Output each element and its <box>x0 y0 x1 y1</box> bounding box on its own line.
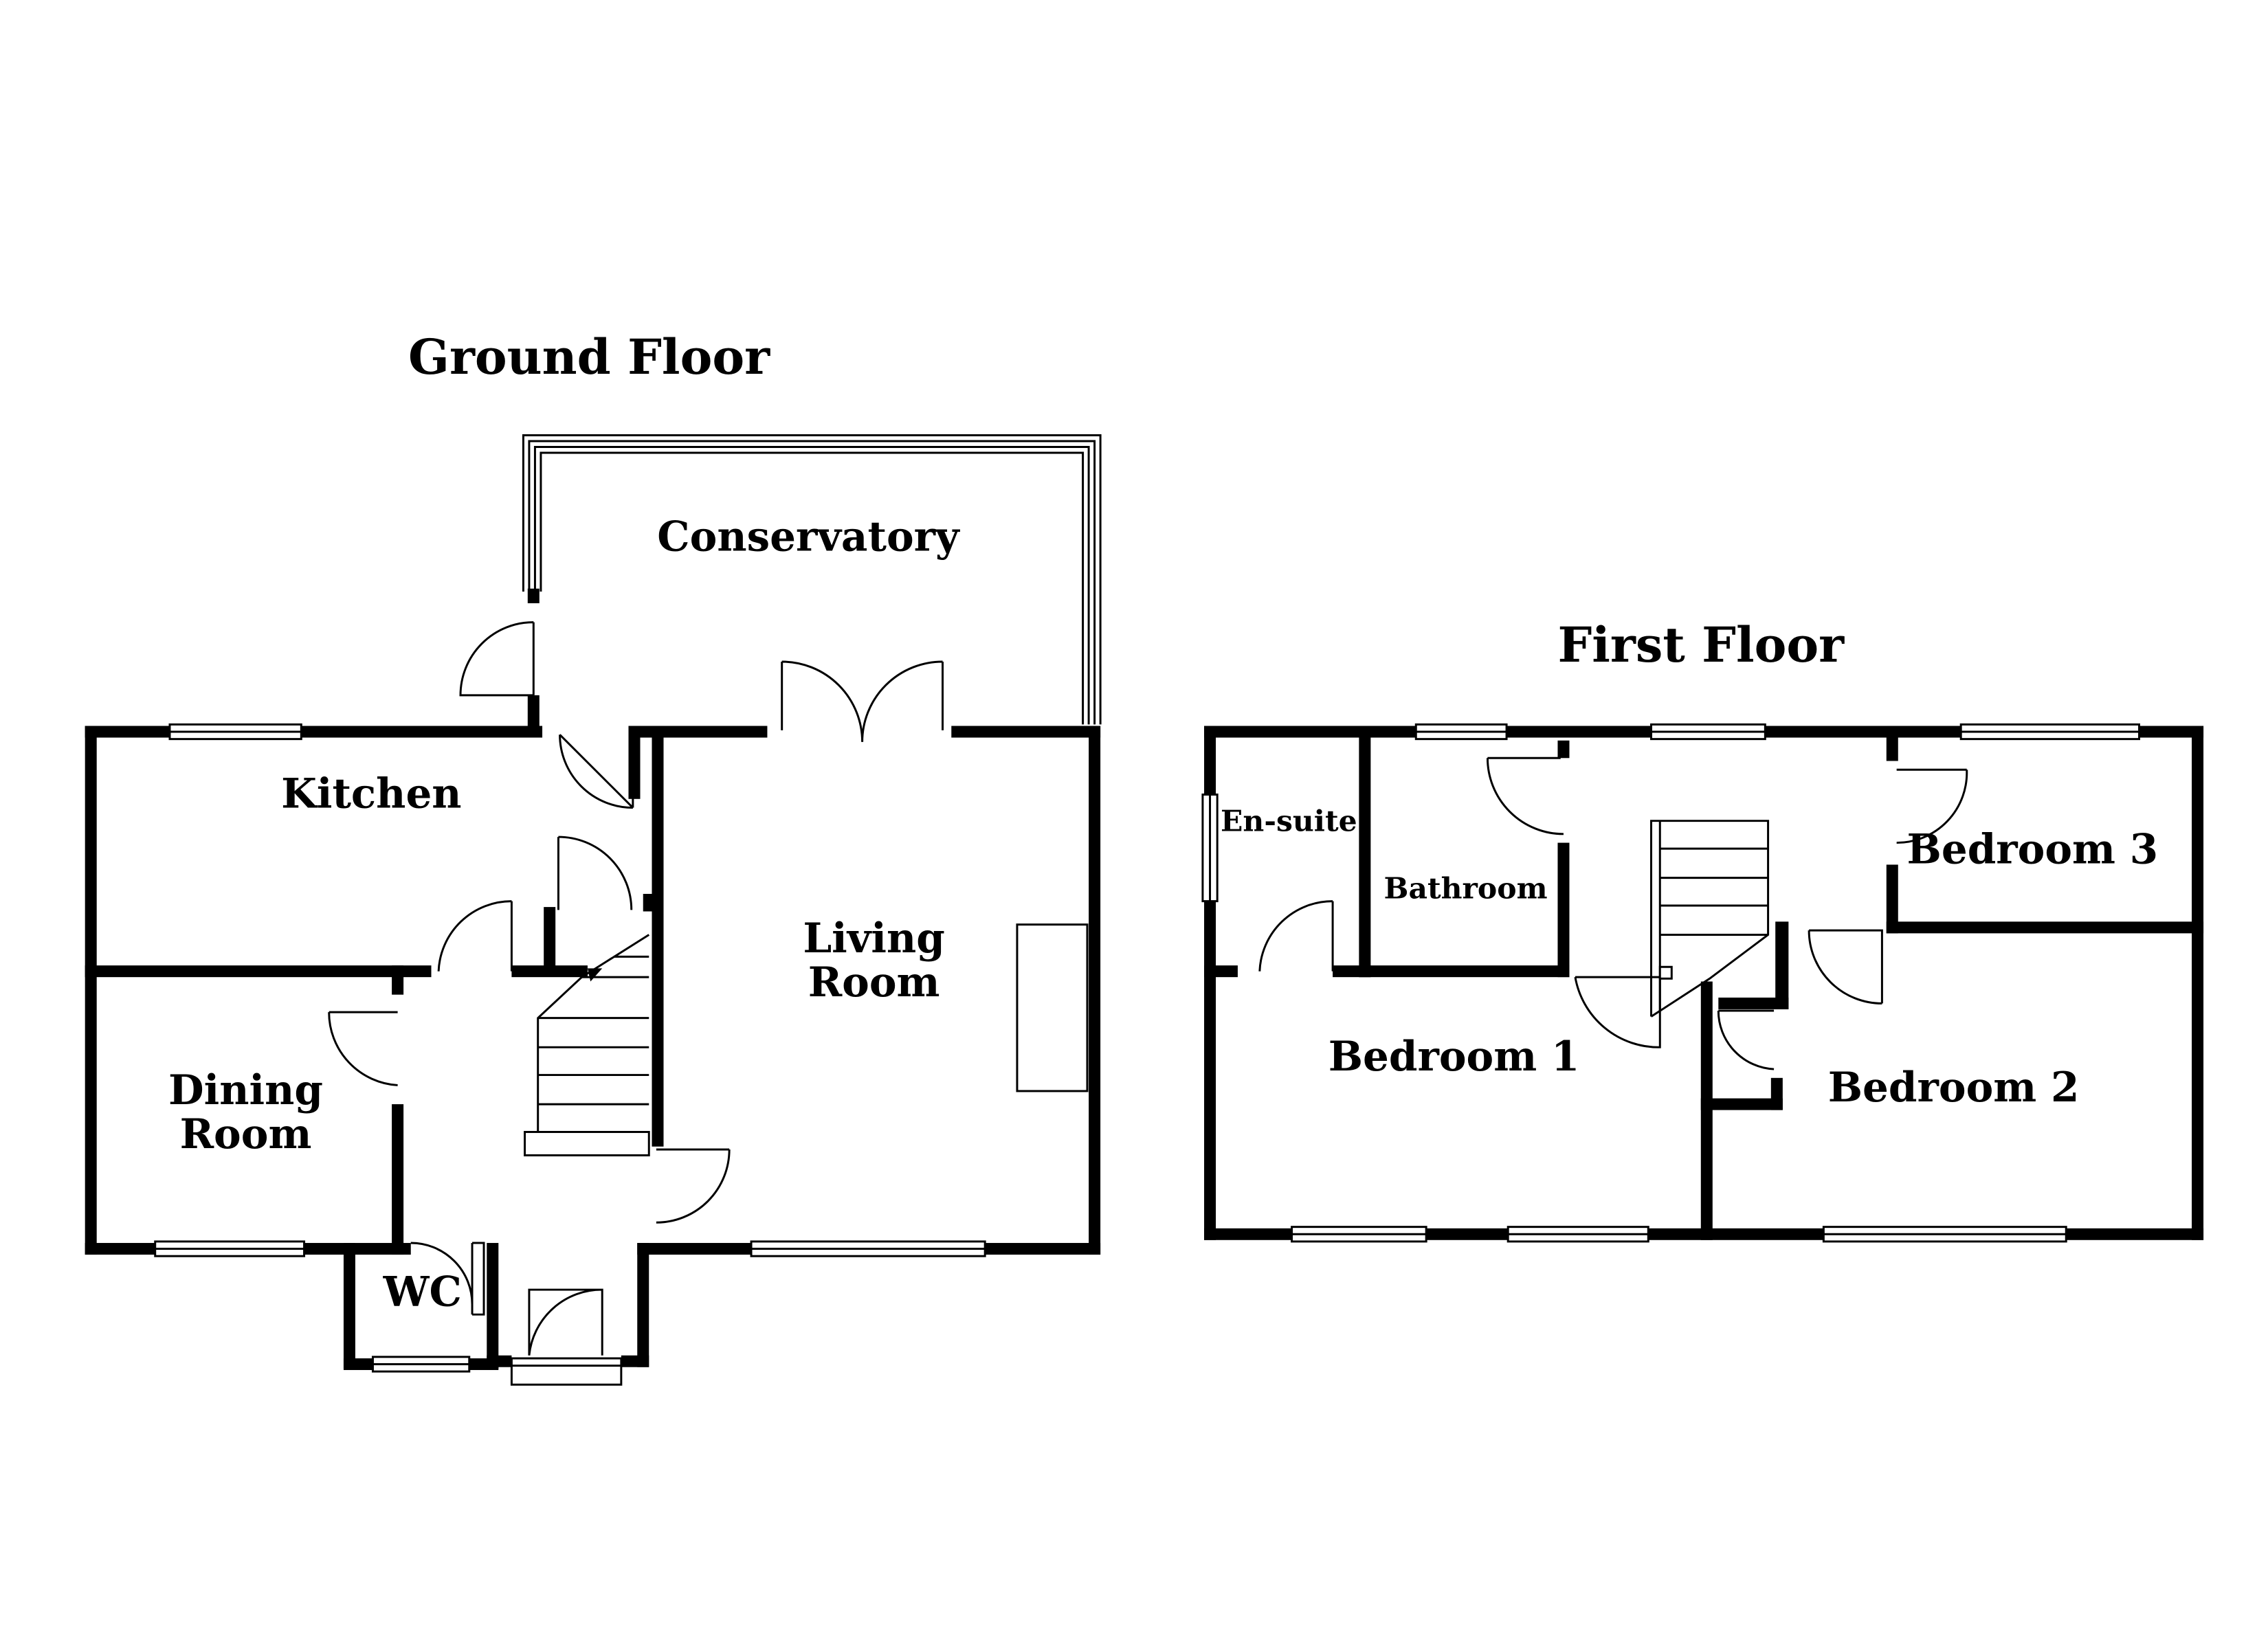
ground-floor-title: Ground Floor <box>408 328 770 385</box>
ground-internal-walls <box>85 726 664 1255</box>
first-staircase <box>1650 820 1770 1018</box>
first-internal-walls <box>1204 726 2204 1240</box>
room-label-kitchen: Kitchen <box>281 770 461 818</box>
room-label-bedroom-1: Bedroom 1 <box>1328 1033 1580 1081</box>
room-label-living-room: Room <box>808 958 940 1007</box>
ground-floor-plan: Ground Floor <box>85 328 1102 1386</box>
room-label-dining: Dining <box>168 1066 323 1114</box>
room-label-conservatory: Conservatory <box>657 513 960 561</box>
room-label-bathroom: Bathroom <box>1384 871 1548 906</box>
fireplace-icon <box>1016 923 1089 1092</box>
room-label-bedroom-3: Bedroom 3 <box>1907 825 2159 873</box>
conservatory-frame <box>522 434 1102 730</box>
room-label-living: Living <box>803 915 945 963</box>
room-label-bedroom-2: Bedroom 2 <box>1828 1064 2080 1112</box>
first-floor-plan: First Floor <box>1201 616 2204 1243</box>
ground-windows <box>154 723 986 1373</box>
room-label-en-suite: En-suite <box>1221 805 1357 839</box>
first-windows <box>1201 723 2141 1243</box>
room-label-wc: WC <box>383 1268 462 1316</box>
ground-doors <box>328 621 944 1386</box>
first-doors <box>1258 756 1968 1070</box>
ground-staircase <box>524 934 650 1156</box>
first-floor-title: First Floor <box>1557 616 1845 673</box>
room-label-dining-room: Room <box>180 1110 312 1158</box>
